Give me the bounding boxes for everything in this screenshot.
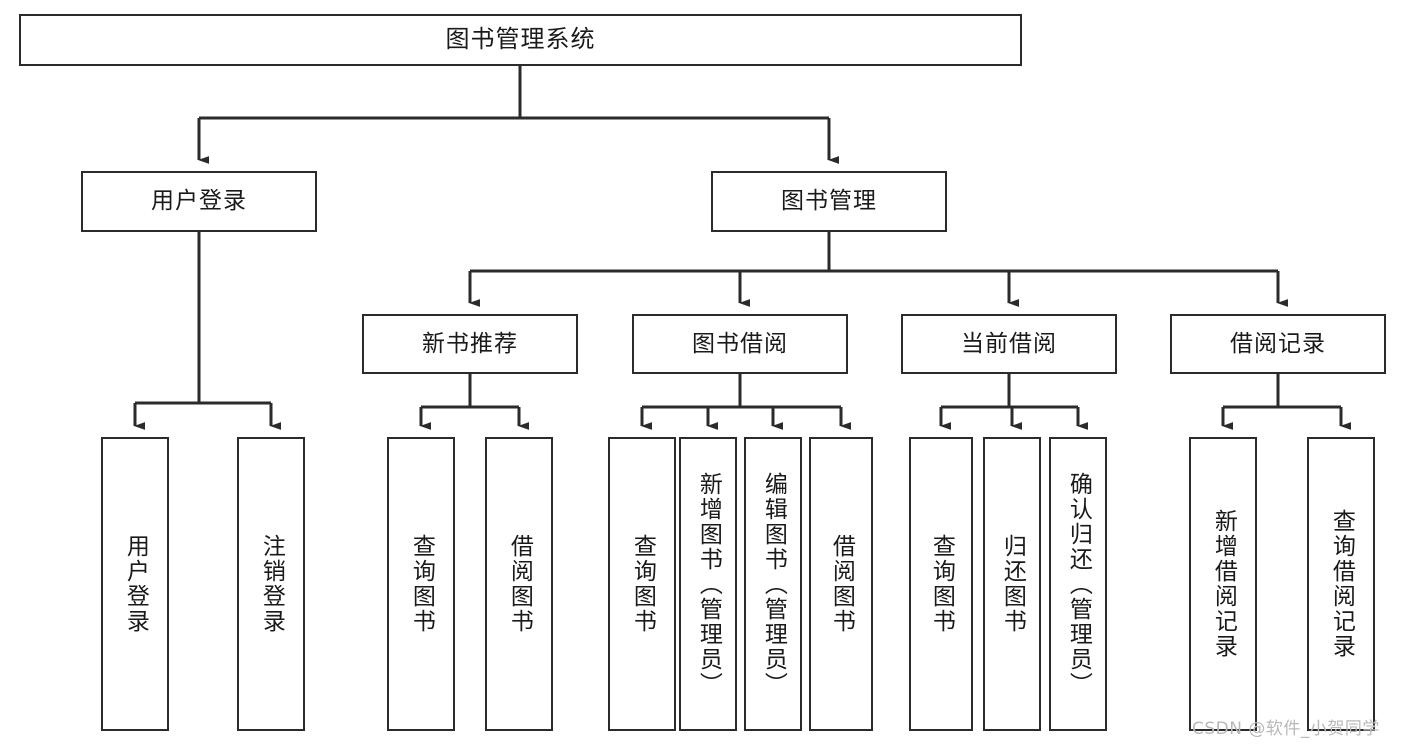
node-leaf-add-borrow-record[interactable]: 新增借阅记录 xyxy=(1189,437,1257,731)
node-user-login-label: 用户登录 xyxy=(151,188,247,215)
node-leaf-query-book-current[interactable]: 查询图书 xyxy=(909,437,973,731)
csdn-watermark: CSDN @软件_小贺同学 xyxy=(1192,719,1380,739)
node-current-borrow[interactable]: 当前借阅 xyxy=(901,314,1117,374)
node-leaf-confirm-return-admin[interactable]: 确认归还（管理员） xyxy=(1049,437,1107,731)
node-leaf-query-book-current-label: 查询图书 xyxy=(928,534,955,634)
node-leaf-borrow-book-recommend-label: 借阅图书 xyxy=(506,534,533,634)
node-leaf-add-book-admin[interactable]: 新增图书（管理员） xyxy=(679,437,737,731)
node-leaf-return-book-label: 归还图书 xyxy=(999,534,1026,634)
node-borrow-record[interactable]: 借阅记录 xyxy=(1170,314,1386,374)
node-leaf-logout-login[interactable]: 注销登录 xyxy=(237,437,305,731)
node-leaf-edit-book-admin[interactable]: 编辑图书（管理员） xyxy=(744,437,802,731)
node-current-borrow-label: 当前借阅 xyxy=(961,330,1057,357)
node-leaf-query-borrow-record[interactable]: 查询借阅记录 xyxy=(1307,437,1375,731)
node-leaf-user-login[interactable]: 用户登录 xyxy=(101,437,169,731)
node-leaf-confirm-return-admin-label: 确认归还（管理员） xyxy=(1065,471,1092,697)
node-borrow-record-label: 借阅记录 xyxy=(1230,330,1326,357)
node-leaf-borrow-book-recommend[interactable]: 借阅图书 xyxy=(485,437,553,731)
node-user-login[interactable]: 用户登录 xyxy=(81,171,317,232)
node-leaf-return-book[interactable]: 归还图书 xyxy=(983,437,1041,731)
node-leaf-query-book-recommend-label: 查询图书 xyxy=(408,534,435,634)
node-book-borrow-label: 图书借阅 xyxy=(692,330,788,357)
node-root-label: 图书管理系统 xyxy=(445,25,596,54)
node-book-management[interactable]: 图书管理 xyxy=(711,171,947,232)
node-leaf-query-borrow-record-label: 查询借阅记录 xyxy=(1328,509,1355,659)
node-leaf-add-borrow-record-label: 新增借阅记录 xyxy=(1210,509,1237,659)
node-root-book-management-system[interactable]: 图书管理系统 xyxy=(19,14,1022,66)
node-leaf-query-book-borrow-label: 查询图书 xyxy=(629,534,656,634)
node-leaf-user-login-label: 用户登录 xyxy=(122,534,149,634)
node-leaf-logout-login-label: 注销登录 xyxy=(258,534,285,634)
node-new-book-recommend-label: 新书推荐 xyxy=(422,330,518,357)
node-book-management-label: 图书管理 xyxy=(781,188,877,215)
node-leaf-query-book-borrow[interactable]: 查询图书 xyxy=(608,437,676,731)
node-leaf-query-book-recommend[interactable]: 查询图书 xyxy=(387,437,455,731)
node-new-book-recommend[interactable]: 新书推荐 xyxy=(362,314,578,374)
node-leaf-add-book-admin-label: 新增图书（管理员） xyxy=(695,471,722,697)
node-book-borrow[interactable]: 图书借阅 xyxy=(632,314,848,374)
node-leaf-borrow-book-label: 借阅图书 xyxy=(828,534,855,634)
node-leaf-borrow-book[interactable]: 借阅图书 xyxy=(809,437,873,731)
node-leaf-edit-book-admin-label: 编辑图书（管理员） xyxy=(760,471,787,697)
